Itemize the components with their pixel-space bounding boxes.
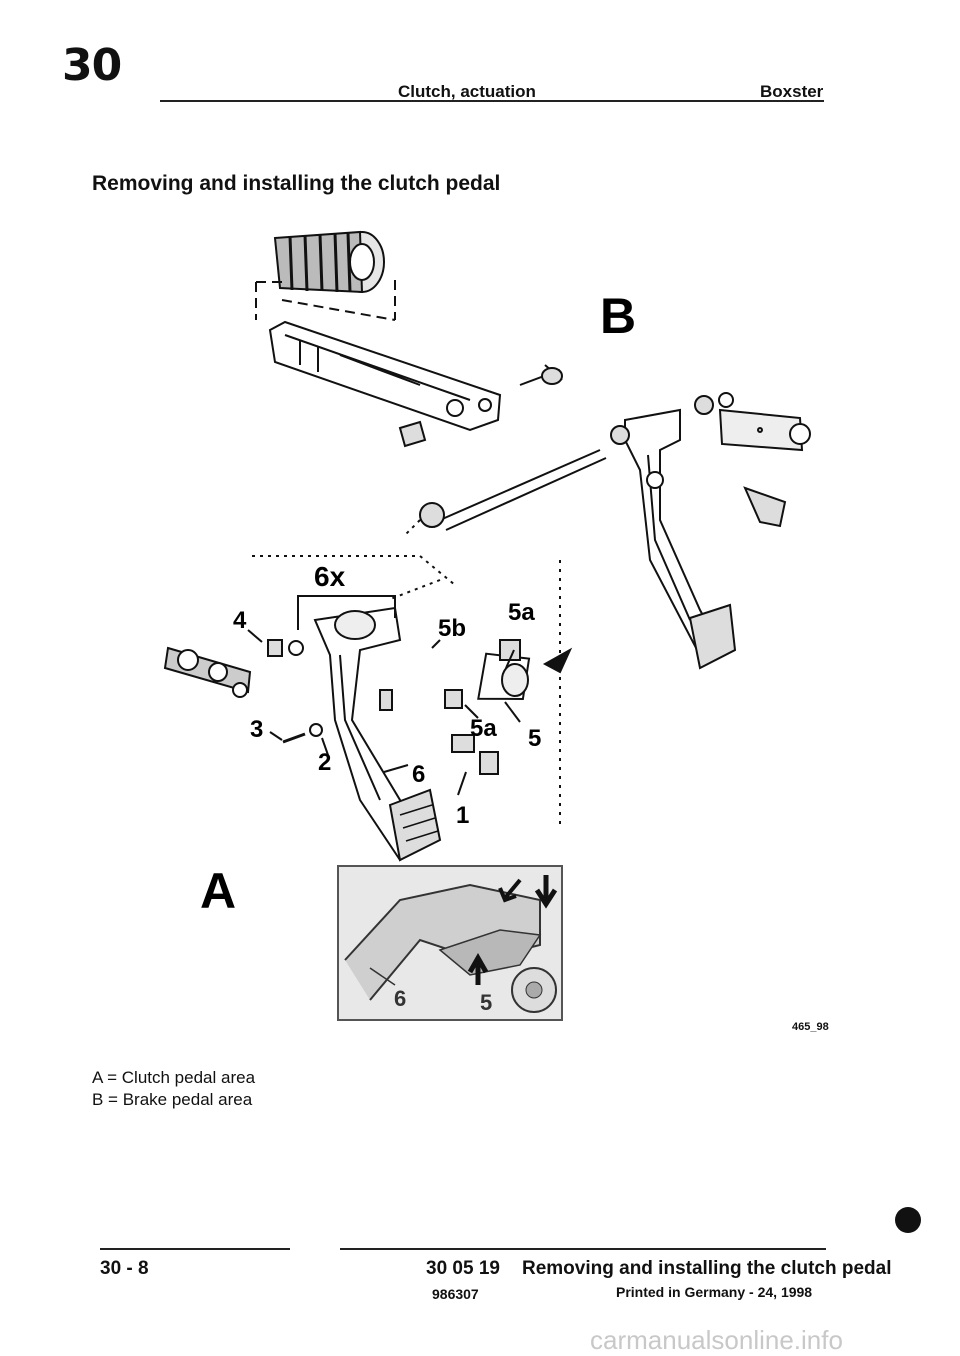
inset-callout-6: 6	[394, 986, 406, 1011]
bellows-boot-drawing	[273, 230, 385, 294]
legend-line-a: A = Clutch pedal area	[92, 1068, 256, 1087]
margin-bullet	[895, 1207, 921, 1233]
header-divider	[160, 100, 824, 102]
watermark-link[interactable]: carmanualsonline.info	[590, 1325, 843, 1355]
footer-doc-number: 986307	[432, 1286, 479, 1302]
pedal-bracket-drawing	[268, 320, 502, 448]
area-a-label: A	[200, 863, 236, 919]
callout-5a-top: 5a	[508, 599, 535, 626]
footer-code: 30 05 19	[426, 1258, 500, 1279]
callout-5a-mid: 5a	[470, 715, 497, 742]
area-b-label: B	[600, 288, 636, 344]
chapter-number: 30	[62, 40, 122, 91]
page-title: Removing and installing the clutch pedal	[92, 172, 501, 195]
brake-pedal-drawing	[610, 392, 811, 670]
footer-page-number: 30 - 8	[100, 1258, 149, 1279]
footer-rule-left	[100, 1248, 290, 1250]
figure-code: 465_98	[792, 1021, 829, 1033]
footer-printed: Printed in Germany - 24, 1998	[616, 1284, 813, 1300]
pedal-switch-drawing	[444, 639, 573, 775]
callout-5: 5	[528, 725, 541, 752]
callout-6x: 6x	[314, 561, 346, 592]
inset-callout-5: 5	[480, 990, 492, 1015]
clutch-pedal-drawing	[313, 606, 442, 862]
legend-line-b: B = Brake pedal area	[92, 1090, 253, 1109]
callout-5b: 5b	[438, 615, 466, 642]
callout-4: 4	[233, 607, 247, 634]
callout-1: 1	[456, 802, 469, 829]
callout-2: 2	[318, 749, 331, 776]
master-cylinder-drawing	[163, 646, 252, 698]
footer-rule-right	[340, 1248, 826, 1250]
callout-6: 6	[412, 761, 425, 788]
inset-photo: 6 5	[337, 865, 563, 1021]
callout-3: 3	[250, 716, 263, 743]
section-title: Clutch, actuation	[398, 82, 536, 101]
model-name: Boxster	[760, 82, 824, 101]
footer-subject: Removing and installing the clutch pedal	[522, 1258, 892, 1279]
